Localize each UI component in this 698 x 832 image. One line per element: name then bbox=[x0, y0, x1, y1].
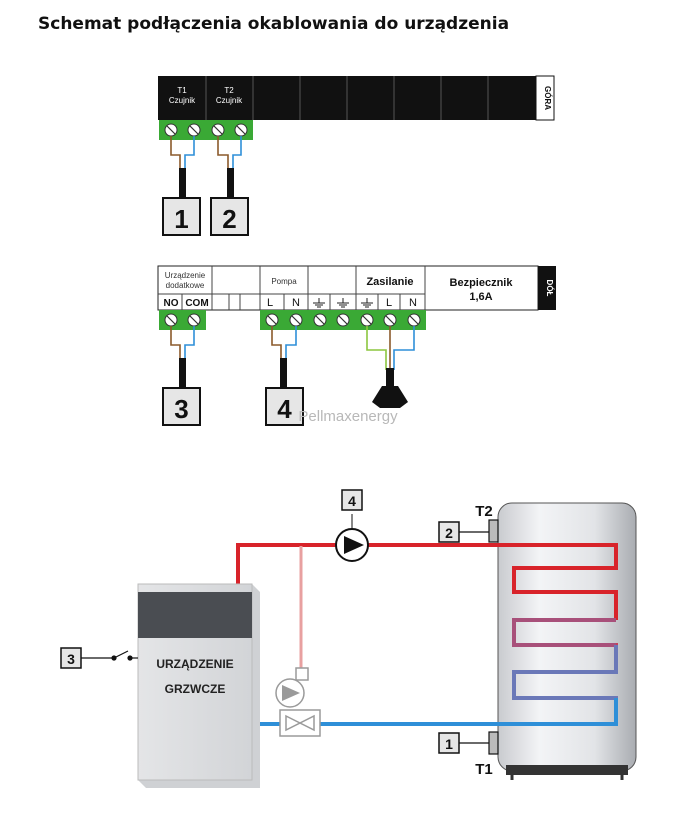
bottom-terminal-strip: DÓŁ Urządzenie dodatkowe NO COM Pompa L … bbox=[157, 265, 556, 330]
pompa-N-label: N bbox=[292, 297, 300, 309]
top-side-tab bbox=[535, 75, 555, 121]
svg-text:1: 1 bbox=[174, 204, 188, 234]
svg-text:3: 3 bbox=[67, 651, 75, 667]
page-title: Schemat podłączenia okablowania do urząd… bbox=[38, 14, 510, 34]
pompa-label: Pompa bbox=[271, 277, 297, 286]
no-label: NO bbox=[164, 298, 179, 309]
zasilanie-N-label: N bbox=[409, 297, 417, 309]
watermark: Pellmaxenergy bbox=[298, 408, 398, 425]
svg-text:4: 4 bbox=[277, 394, 292, 424]
number-box-4: 4 bbox=[265, 387, 304, 426]
fuse-label-line2: 1,6A bbox=[469, 291, 492, 303]
sensor-t1: 1 T1 bbox=[438, 731, 499, 778]
bottom-side-label: DÓŁ bbox=[545, 280, 554, 297]
ground-symbols bbox=[313, 298, 373, 308]
extra-device-line1: Urządzenie bbox=[165, 271, 206, 280]
number-box-1: 1 bbox=[162, 197, 201, 236]
extra-device-line2: dodatkowe bbox=[166, 281, 205, 290]
svg-text:2: 2 bbox=[222, 204, 236, 234]
number-box-3: 3 bbox=[162, 387, 201, 426]
pompa-L-label: L bbox=[267, 297, 273, 309]
circulation-pump-icon bbox=[335, 514, 369, 562]
zasilanie-label: Zasilanie bbox=[366, 276, 413, 288]
com-label: COM bbox=[185, 298, 208, 309]
t2-label-line1: T2 bbox=[224, 86, 234, 95]
coil bbox=[310, 618, 618, 726]
scheme-label-3: 3 bbox=[60, 647, 82, 669]
boiler-label-line1: URZĄDZENIE bbox=[156, 657, 233, 671]
switch-icon bbox=[81, 650, 138, 661]
t2-label-line2: Czujnik bbox=[216, 96, 243, 105]
svg-text:4: 4 bbox=[348, 493, 356, 509]
t1-label-line2: Czujnik bbox=[169, 96, 196, 105]
sensor-t2: 2 T2 bbox=[438, 503, 499, 543]
svg-text:2: 2 bbox=[445, 525, 453, 541]
scheme-label-4: 4 bbox=[341, 489, 363, 511]
t1-label-line1: T1 bbox=[177, 86, 187, 95]
fuse-label-line1: Bezpiecznik bbox=[450, 277, 514, 289]
number-box-2: 2 bbox=[210, 197, 249, 236]
bottom-side-tab bbox=[538, 266, 556, 310]
boiler-label-line2: GRZWCZE bbox=[165, 682, 226, 696]
bottom-wires bbox=[170, 326, 415, 370]
svg-text:3: 3 bbox=[174, 394, 188, 424]
top-terminal-strip: GÓRA T1 Czujnik T2 Czujnik bbox=[158, 75, 555, 140]
zasilanie-L-label: L bbox=[386, 297, 392, 309]
boiler-device: URZĄDZENIE GRZWCZE bbox=[137, 583, 260, 788]
t2-label: T2 bbox=[475, 503, 493, 520]
svg-text:1: 1 bbox=[445, 736, 453, 752]
top-side-label: GÓRA bbox=[543, 86, 552, 110]
boiler-pump-valve-group bbox=[275, 667, 321, 737]
power-plug-icon bbox=[372, 368, 408, 408]
top-sensor-wires bbox=[170, 136, 242, 170]
t1-label: T1 bbox=[475, 761, 493, 778]
